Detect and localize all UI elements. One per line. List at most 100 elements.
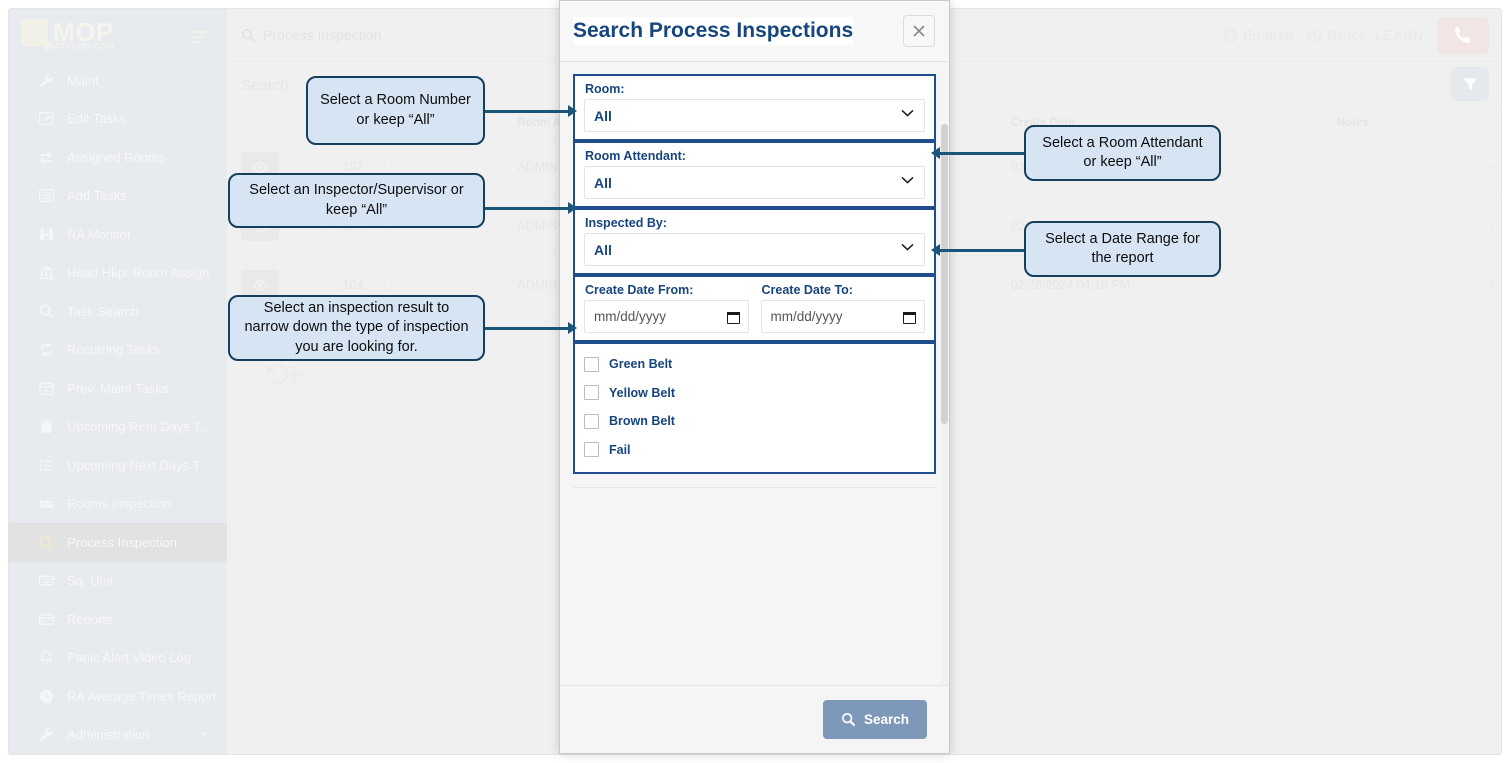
sidebar-item-edit-tasks[interactable]: Edit Tasks [9,100,227,139]
sidebar-item-assigned-rooms[interactable]: Assigned Rooms [9,138,227,177]
page-title-text: Process Inspection [263,27,382,43]
sidebar-item-sq-unit[interactable]: Sq. Unit [9,562,227,601]
room-attendant-value: All [594,174,612,191]
callout-dates-leader [940,249,1026,252]
dialog-footer: Search [560,685,949,753]
bell-icon [35,649,57,666]
sidebar-item-ra-average-times-report[interactable]: RA Average Times Report [9,677,227,716]
checkbox-green-belt[interactable]: Green Belt [584,350,925,379]
date-from-input[interactable]: mm/dd/yyyy [584,300,749,333]
language-label: English [1242,27,1294,43]
row-chevron-icon[interactable]: › [1444,196,1501,256]
bank-icon [35,264,57,281]
checkbox-box[interactable] [584,442,599,458]
table-column-header[interactable] [227,109,307,138]
room-attendant-select[interactable]: All [584,166,925,199]
sidebar-item-rooms-inspection[interactable]: Rooms Inspection [9,485,227,524]
callout-room-arrow [568,105,577,117]
clock-icon [35,688,57,705]
sidebar-item-upcoming-next-days-tas[interactable]: Upcoming Next Days Tas… [9,446,227,485]
sidebar-item-reports[interactable]: Reports [9,600,227,639]
chevron-down-icon: ▾ [201,729,207,742]
callout-dates: Select a Date Range for the report [1024,221,1221,277]
brand-logo: MOP vmmop.com [9,9,227,61]
sidebar-item-label: Recurring Tasks [67,342,160,358]
body-divider [573,487,936,488]
user-circle-icon [1307,28,1322,43]
sidebar-item-prev-maint-tasks[interactable]: Prev. Maint Tasks [9,369,227,408]
search-icon [35,303,57,320]
checkbox-box[interactable] [584,385,599,401]
sidebar-item-upcoming-rent-days-tas[interactable]: Upcoming Rent Days Tas… [9,408,227,447]
sidebar-item-label: Reports [67,611,113,627]
language-selector[interactable]: English [1223,27,1294,43]
sidebar-item-head-hkpr-room-assign[interactable]: Head Hkpr Room Assign [9,254,227,293]
search-process-inspections-dialog: Search Process Inspections Room: All [559,0,950,754]
checkbox-fail[interactable]: Fail [584,436,925,465]
date-from-value: mm/dd/yyyy [594,309,667,324]
callout-attendant-leader [940,152,1026,155]
checkbox-label: Green Belt [609,357,673,372]
callout-room-leader [484,110,570,113]
search-button[interactable]: Search [822,700,927,739]
sidebar-item-maint[interactable]: Maint [9,61,227,100]
room-label: Room: [585,82,625,96]
checkbox-label: Brown Belt [609,414,675,429]
sidebar-item-recurring-tasks[interactable]: Recurring Tasks [9,331,227,370]
calendar-icon[interactable] [726,310,740,324]
callout-inspector-leader [484,207,570,210]
sidebar-item-add-tasks[interactable]: Add Tasks [9,177,227,216]
sidebar-item-panic-alert-video-log[interactable]: Panic Alert Video Log [9,639,227,678]
sidebar-item-task-search[interactable]: Task Search [9,292,227,331]
table-column-header[interactable] [1444,109,1501,138]
checkbox-brown-belt[interactable]: Brown Belt [584,407,925,436]
sidebar-item-label: RA Average Times Report [67,688,217,704]
user-name: Bruce_LEARN [1327,27,1423,43]
calendar-icon[interactable] [903,310,916,324]
inspected-by-select[interactable]: All [584,233,925,266]
callout-attendant-arrow [931,147,940,159]
search-placeholder[interactable]: Search [241,76,289,94]
sidebar-item-label: Add Tasks [67,188,127,204]
close-icon[interactable] [903,15,935,47]
funnel-icon[interactable] [1451,67,1489,101]
row-notes-cell [1322,137,1445,197]
sidebar-item-administration[interactable]: Administration▾ [9,716,227,755]
dialog-scrollbar[interactable] [941,124,948,685]
sidebar-item-label: Sq. Unit [67,573,114,589]
row-chevron-icon[interactable]: › [1444,137,1501,197]
table-column-header[interactable]: Notes [1322,109,1445,138]
hamburger-icon[interactable] [191,31,209,46]
globe-icon [1223,28,1238,43]
bed-icon [35,495,57,512]
sidebar-item-process-inspection[interactable]: Process Inspection [9,523,227,562]
sidebar-item-ra-monitor[interactable]: RA Monitor [9,215,227,254]
callout-inspector-arrow [568,202,577,214]
callout-results-arrow [568,322,577,334]
checkbox-label: Yellow Belt [609,385,675,400]
topbar-right: English Bruce_LEARN [1223,9,1489,61]
search-icon [841,712,856,727]
date-to-input[interactable]: mm/dd/yyyy [760,300,925,333]
checkbox-yellow-belt[interactable]: Yellow Belt [584,379,925,408]
chevron-down-icon [901,176,914,184]
checkbox-box[interactable] [584,356,599,372]
row-notes-cell [1322,255,1445,315]
list-box-icon [35,187,57,204]
room-select[interactable]: All [584,99,925,132]
row-chevron-icon[interactable]: › [1444,255,1501,315]
calendar-plus-icon [35,380,57,397]
search-icon [241,28,256,43]
date-to-label: Create Date To: [761,283,853,297]
sidebar-item-label: Rooms Inspection [67,496,172,512]
user-menu[interactable]: Bruce_LEARN [1307,27,1423,43]
date-from-column: Create Date From: mm/dd/yyyy [584,281,749,333]
sidebar-item-label: Head Hkpr Room Assign [67,265,210,281]
checkbox-box[interactable] [584,413,599,429]
search-icon [35,534,57,551]
phone-icon[interactable] [1437,16,1489,54]
wrench-icon [35,726,57,743]
